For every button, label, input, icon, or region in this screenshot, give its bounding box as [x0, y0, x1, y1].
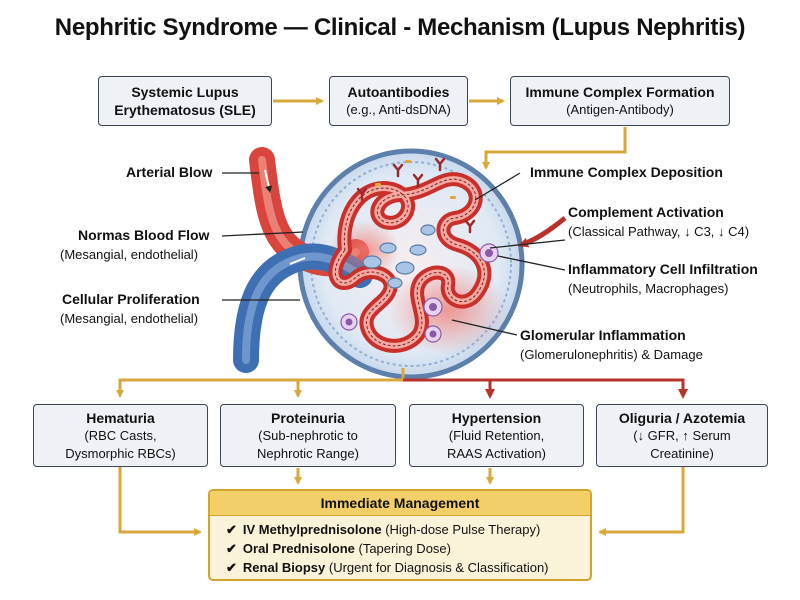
- normal-blood-flow-label: Normas Blood Flow (Mesangial, endothelia…: [60, 226, 230, 264]
- checkmark-icon: ✔: [226, 560, 237, 575]
- cellular-proliferation-heading: Cellular Proliferation: [62, 291, 200, 307]
- hypertension-heading: Hypertension: [451, 409, 542, 426]
- complement-activation-label: Complement Activation (Classical Pathway…: [568, 203, 793, 241]
- outcome-connectors: [116, 368, 688, 399]
- normal-blood-flow-heading: Normas Blood Flow: [78, 227, 210, 243]
- management-item: ✔ Oral Prednisolone (Tapering Dose): [226, 539, 590, 558]
- hematuria-box: Hematuria (RBC Casts, Dysmorphic RBCs): [33, 404, 208, 467]
- hematuria-line1: (RBC Casts,: [84, 427, 157, 443]
- management-item-detail: (Tapering Dose): [354, 541, 452, 556]
- arterial-blow-label: Arterial Blow: [126, 163, 226, 182]
- complement-activation-sub: (Classical Pathway, ↓ C3, ↓ C4): [568, 224, 750, 239]
- glomerulus-illustration: [233, 147, 567, 380]
- management-item-procedure: Renal Biopsy: [242, 560, 326, 575]
- oliguria-azotemia-line2: Creatinine): [650, 445, 714, 461]
- autoantibodies-sub: (e.g., Anti-dsDNA): [346, 102, 451, 117]
- management-item: ✔ IV Methylprednisolone (High-dose Pulse …: [226, 520, 590, 539]
- checkmark-icon: ✔: [226, 522, 237, 537]
- proteinuria-line2: Nephrotic Range): [257, 445, 359, 461]
- management-item-drug: Oral Prednisolone: [242, 541, 355, 556]
- hematuria-line2: Dysmorphic RBCs): [65, 445, 176, 461]
- top-flow-connectors: [273, 97, 627, 170]
- complement-activation-heading: Complement Activation: [568, 204, 724, 220]
- glomerular-inflammation-label: Glomerular Inflammation (Glomerulonephri…: [520, 326, 760, 364]
- diagram-title: Nephritic Syndrome — Clinical - Mechanis…: [54, 14, 746, 41]
- oliguria-azotemia-heading: Oliguria / Azotemia: [618, 409, 746, 426]
- oliguria-azotemia-line1: (↓ GFR, ↑ Serum: [633, 427, 731, 443]
- inflammatory-cell-infiltration-sub: (Neutrophils, Macrophages): [568, 281, 729, 296]
- management-item-detail: (Urgent for Diagnosis & Classification): [325, 560, 549, 575]
- cellular-proliferation-label: Cellular Proliferation (Mesangial, endot…: [60, 290, 230, 328]
- arterial-blow-heading: Arterial Blow: [126, 164, 213, 180]
- management-item: ✔ Renal Biopsy (Urgent for Diagnosis & Cl…: [226, 558, 590, 577]
- inflammatory-cell-infiltration-heading: Inflammatory Cell Infiltration: [568, 261, 758, 277]
- management-connectors: [118, 466, 685, 536]
- immune-complex-formation-box: Immune Complex Formation (Antigen-Antibo…: [510, 76, 730, 126]
- management-item-drug: IV Methylprednisolone: [242, 522, 382, 537]
- hypertension-box: Hypertension (Fluid Retention, RAAS Acti…: [409, 404, 584, 467]
- sle-line2: Erythematosus (SLE): [114, 102, 256, 118]
- proteinuria-box: Proteinuria (Sub-nephrotic to Nephrotic …: [220, 404, 396, 467]
- autoantibodies-box: Autoantibodies (e.g., Anti-dsDNA): [329, 76, 468, 126]
- proteinuria-line1: (Sub-nephrotic to: [258, 427, 358, 443]
- immune-complex-formation-heading: Immune Complex Formation: [525, 84, 715, 100]
- sle-box: Systemic Lupus Erythematosus (SLE): [98, 76, 272, 126]
- autoantibodies-heading: Autoantibodies: [347, 84, 450, 100]
- normal-blood-flow-sub: (Mesangial, endothelial): [60, 247, 199, 262]
- oliguria-azotemia-box: Oliguria / Azotemia (↓ GFR, ↑ Serum Crea…: [596, 404, 768, 467]
- immune-complex-deposition-label: Immune Complex Deposition: [530, 163, 770, 182]
- proteinuria-heading: Proteinuria: [271, 409, 345, 426]
- checkmark-icon: ✔: [226, 541, 237, 556]
- hematuria-heading: Hematuria: [86, 409, 155, 426]
- leader-lines: [221, 172, 566, 336]
- management-list: ✔ IV Methylprednisolone (High-dose Pulse …: [210, 520, 590, 577]
- glomerular-inflammation-sub: (Glomerulonephritis) & Damage: [520, 347, 703, 362]
- immediate-management-heading: Immediate Management: [210, 491, 590, 516]
- immune-complex-formation-sub: (Antigen-Antibody): [566, 102, 674, 117]
- inflammatory-cell-infiltration-label: Inflammatory Cell Infiltration (Neutroph…: [568, 260, 793, 298]
- cellular-proliferation-sub: (Mesangial, endothelial): [60, 311, 199, 326]
- immediate-management-box: Immediate Management ✔ IV Methylprednisol…: [208, 489, 592, 581]
- immune-complex-deposition-heading: Immune Complex Deposition: [530, 164, 723, 180]
- hypertension-line2: RAAS Activation): [447, 445, 546, 461]
- glomerular-inflammation-heading: Glomerular Inflammation: [520, 327, 686, 343]
- management-item-detail: (High-dose Pulse Therapy): [381, 522, 541, 537]
- hypertension-line1: (Fluid Retention,: [448, 427, 545, 443]
- sle-line1: Systemic Lupus: [131, 84, 239, 100]
